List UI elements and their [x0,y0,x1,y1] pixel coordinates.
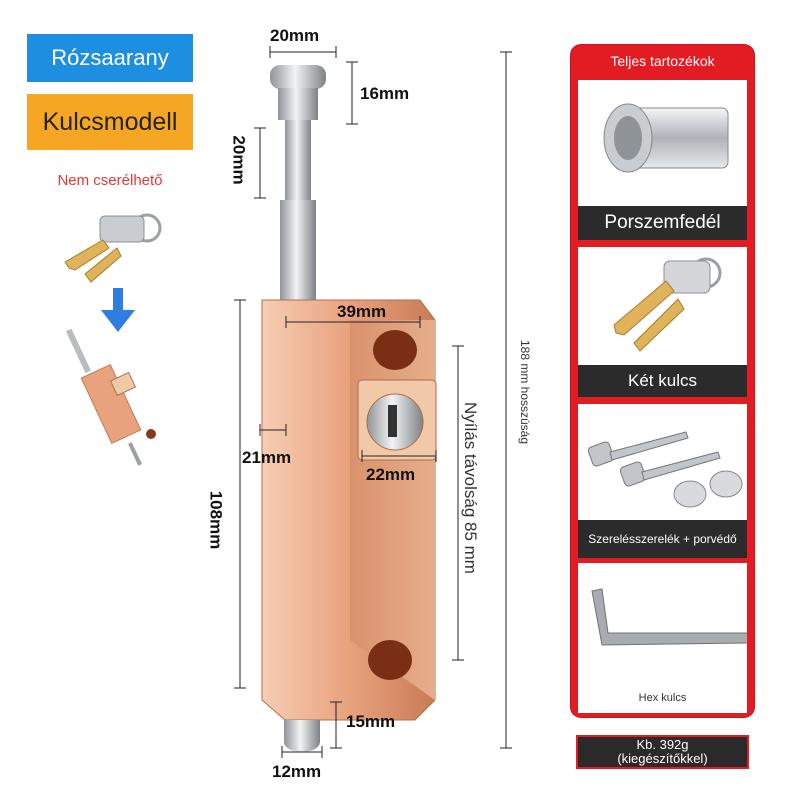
accessory-label-screws: Szerelésszerelék + porvédő [578,520,747,558]
screws-icon [587,431,743,508]
dim-head-width: 20mm [270,26,320,45]
non-replaceable-note: Nem cserélhető [57,172,163,189]
keys-icon [613,257,722,352]
dim-sleeve-height: 20mm [229,135,249,185]
dim-opening-distance: Nyílás távolság 85 mm [461,402,480,574]
bolt-drawing [234,46,512,758]
bolt-shaft [285,120,311,200]
arrow-down-icon [101,288,135,332]
dim-pin-diameter: 12mm [272,762,322,781]
mini-bolt-icon [65,328,156,466]
keys-icon [64,213,162,283]
hex-key-icon [591,588,751,646]
bottom-pin [284,732,320,752]
weight-note: (kiegészítőkkel) [617,751,708,766]
weight-value: Kb. 392g [636,737,689,752]
dim-body-width: 39mm [337,302,387,321]
key-insertion-illustration [64,213,162,466]
accessory-dust-cover [578,80,747,206]
color-badge: Rózsaarany [27,34,193,82]
dim-side-depth: 21mm [242,448,292,467]
top-hole [373,330,417,370]
dim-body-height: 108mm [206,490,226,550]
accessory-label-keys: Két kulcs [578,365,747,397]
bottom-hole [368,640,412,680]
model-badge: Kulcsmodell [27,94,193,150]
dim-lock-width: 22mm [366,465,416,484]
weight-badge: Kb. 392g (kiegészítőkkel) [576,735,749,769]
knob-head [270,65,326,89]
accessories-title: Teljes tartozékok [610,53,715,69]
dust-cover-icon [603,103,729,173]
accessory-label-hex-key: Hex kulcs [578,683,747,713]
dim-total-length: 188 mm hosszúság [518,339,532,445]
accessory-screws [578,404,747,520]
accessory-label-dust-cover: Porszemfedél [578,206,747,240]
accessory-keys [578,247,747,365]
dim-pin-length: 15mm [346,712,396,731]
dim-head-height: 16mm [360,84,410,103]
accessory-hex-key [578,563,751,683]
